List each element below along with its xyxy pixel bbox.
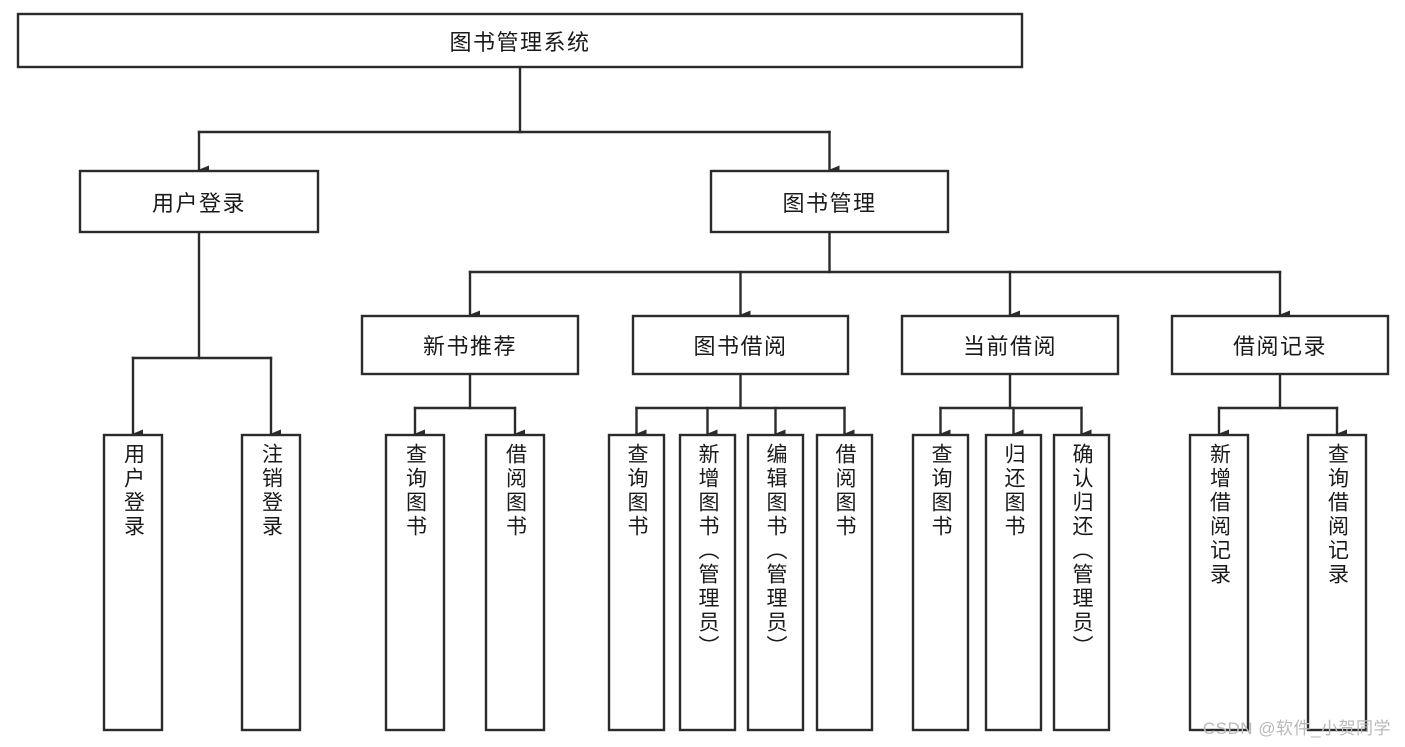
node-box-leaf-query-book-current[interactable]: [911, 433, 970, 732]
node-box-root[interactable]: [16, 12, 1024, 69]
node-box-borrow-record[interactable]: [1170, 314, 1390, 376]
node-box-current-borrow[interactable]: [900, 314, 1120, 376]
node-box-leaf-borrow-book-recommend[interactable]: [484, 433, 546, 732]
node-box-leaf-query-book-borrow[interactable]: [607, 433, 666, 732]
node-box-new-book-recommend[interactable]: [360, 314, 580, 376]
node-box-leaf-user-login[interactable]: [102, 433, 164, 732]
node-box-leaf-borrow-book[interactable]: [815, 433, 874, 732]
node-box-leaf-edit-book-admin[interactable]: [746, 433, 805, 732]
node-box-user-login[interactable]: [78, 169, 320, 234]
node-box-leaf-user-logout[interactable]: [240, 433, 302, 732]
node-box-leaf-confirm-return-admin[interactable]: [1052, 433, 1111, 732]
connector-edges: [131, 65, 1347, 439]
node-box-book-borrow[interactable]: [631, 314, 850, 376]
node-box-leaf-add-borrow-record[interactable]: [1188, 433, 1250, 732]
node-boxes: [16, 12, 1390, 732]
node-box-leaf-add-book-admin[interactable]: [678, 433, 737, 732]
node-box-leaf-return-book[interactable]: [984, 433, 1043, 732]
node-box-leaf-query-book-recommend[interactable]: [384, 433, 446, 732]
node-box-book-management[interactable]: [709, 169, 950, 234]
node-box-leaf-query-borrow-record[interactable]: [1306, 433, 1368, 732]
